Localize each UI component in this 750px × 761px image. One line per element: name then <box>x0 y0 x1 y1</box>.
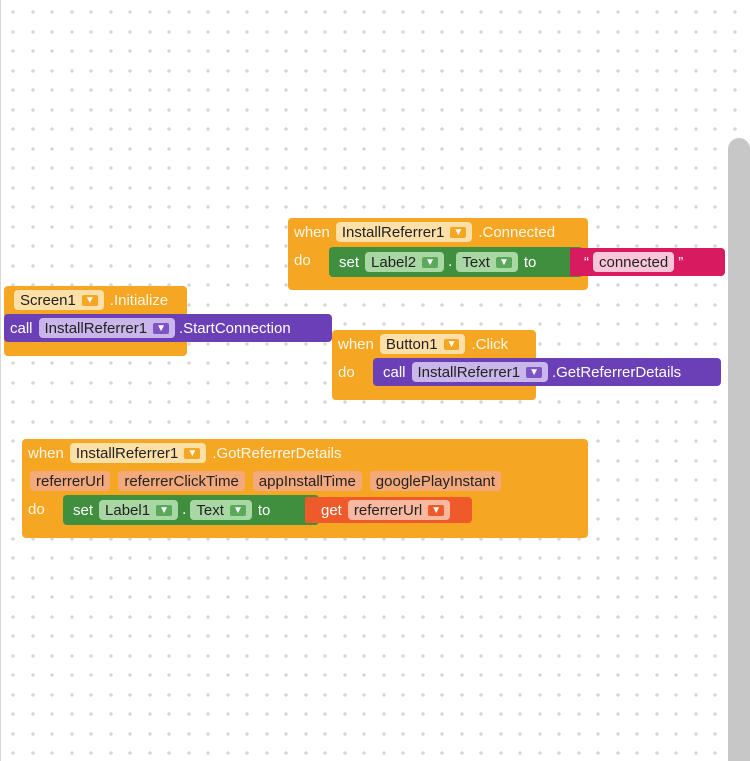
dropdown-arrow-icon: ▼ <box>450 226 467 238</box>
dropdown-arrow-icon: ▼ <box>156 504 172 516</box>
to-label: to <box>523 253 537 271</box>
property-dropdown[interactable]: Text ▼ <box>456 252 518 272</box>
component-dropdown[interactable]: InstallReferrer1 ▼ <box>69 443 207 463</box>
set-label1-text-block[interactable]: set Label1 ▼ . Text ▼ to <box>63 495 319 525</box>
event-name: .Initialize <box>109 291 169 309</box>
close-quote-icon: ” <box>678 253 684 271</box>
call-component-dropdown[interactable]: InstallReferrer1 ▼ <box>38 318 175 338</box>
target-component-dropdown[interactable]: Label2 ▼ <box>365 252 444 272</box>
call-label: call <box>383 363 406 381</box>
dropdown-arrow-icon: ▼ <box>153 322 169 334</box>
start-connection-call-block[interactable]: call InstallReferrer1 ▼ .StartConnection <box>4 314 332 342</box>
method-name: .StartConnection <box>178 319 291 337</box>
call-component-dropdown[interactable]: InstallReferrer1 ▼ <box>411 362 548 382</box>
dropdown-arrow-icon: ▼ <box>495 256 512 268</box>
event-name: .Click <box>471 335 509 353</box>
dot-separator: . <box>181 501 187 518</box>
text-string-block[interactable]: “ connected ” <box>570 248 725 276</box>
get-label: get <box>321 501 342 519</box>
param-referrer-click-time[interactable]: referrerClickTime <box>118 471 245 491</box>
set-label2-text-block[interactable]: set Label2 ▼ . Text ▼ to <box>329 247 583 277</box>
set-label: set <box>73 501 94 519</box>
dropdown-arrow-icon: ▼ <box>81 294 98 306</box>
when-label: when <box>28 444 64 462</box>
dropdown-arrow-icon: ▼ <box>422 256 438 268</box>
get-referrer-details-call-block[interactable]: call InstallReferrer1 ▼ .GetReferrerDeta… <box>373 358 721 386</box>
event-name: .GotReferrerDetails <box>212 444 342 462</box>
do-label: do <box>294 251 311 269</box>
open-quote-icon: “ <box>584 253 589 271</box>
event-name: .Connected <box>478 223 556 241</box>
vertical-scrollbar[interactable] <box>728 138 750 761</box>
when-label: when <box>338 335 374 353</box>
do-label: do <box>338 363 355 381</box>
component-dropdown[interactable]: Screen1 ▼ <box>14 290 104 310</box>
param-referrer-url[interactable]: referrerUrl <box>30 471 111 491</box>
get-variable-block[interactable]: get referrerUrl ▼ <box>305 497 472 523</box>
method-name: .GetReferrerDetails <box>551 363 682 381</box>
when-label: when <box>294 223 330 241</box>
dropdown-arrow-icon: ▼ <box>428 504 445 516</box>
param-google-play-instant[interactable]: googlePlayInstant <box>369 471 502 491</box>
param-app-install-time[interactable]: appInstallTime <box>252 471 362 491</box>
dropdown-arrow-icon: ▼ <box>526 366 542 378</box>
dropdown-arrow-icon: ▼ <box>184 447 201 459</box>
component-dropdown[interactable]: InstallReferrer1 ▼ <box>335 222 473 242</box>
call-label: call <box>10 319 33 337</box>
dot-separator: . <box>447 253 453 270</box>
property-dropdown[interactable]: Text ▼ <box>190 500 252 520</box>
set-label: set <box>339 253 360 271</box>
to-label: to <box>257 501 271 519</box>
target-component-dropdown[interactable]: Label1 ▼ <box>99 500 178 520</box>
string-value[interactable]: connected <box>593 252 675 272</box>
dropdown-arrow-icon: ▼ <box>443 338 460 350</box>
dropdown-arrow-icon: ▼ <box>229 504 246 516</box>
variable-dropdown[interactable]: referrerUrl ▼ <box>347 500 451 520</box>
component-dropdown[interactable]: Button1 ▼ <box>379 334 466 354</box>
do-label: do <box>28 500 45 518</box>
